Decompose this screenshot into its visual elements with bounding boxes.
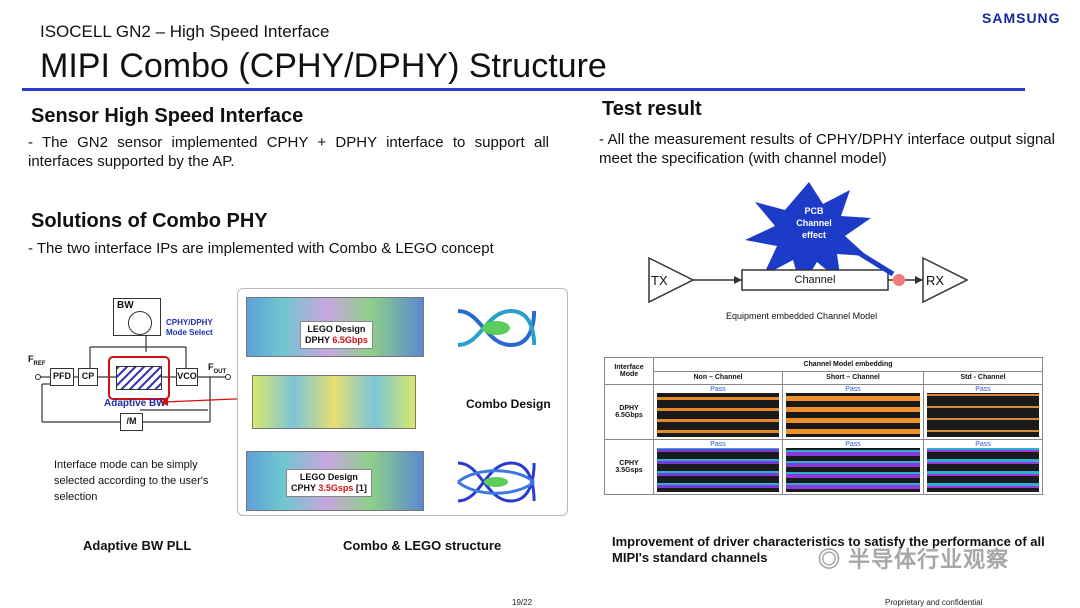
- combo-lego-panel: LEGO Design DPHY 6.5Gbps Combo Design LE…: [237, 288, 568, 516]
- lego-dphy-title: LEGO Design: [307, 324, 366, 334]
- slide-title: MIPI Combo (CPHY/DPHY) Structure: [40, 47, 607, 85]
- eye-scope-image: [927, 447, 1039, 492]
- fout-label: FOUT: [208, 362, 226, 375]
- results-table-wrapper: Interface Mode Channel Model embedding N…: [604, 357, 1043, 497]
- channel-model-diagram: [648, 182, 969, 304]
- result-cell: Pass: [653, 384, 783, 440]
- pass-status: Pass: [710, 385, 726, 393]
- pcb-line1: PCB: [804, 206, 824, 216]
- mode-select-line1: CPHY/DPHY: [166, 318, 213, 327]
- improvement-text: Improvement of driver characteristics to…: [612, 534, 1045, 565]
- pass-status: Pass: [975, 385, 991, 393]
- solutions-heading: Solutions of Combo PHY: [31, 210, 268, 232]
- mode-select-label: CPHY/DPHY Mode Select: [166, 318, 213, 338]
- channel-model-caption: Equipment embedded Channel Model: [726, 311, 878, 321]
- combo-design-label: Combo Design: [466, 397, 551, 411]
- cp-block: CP: [78, 368, 98, 386]
- row-label-line2: 6.5Gbps: [615, 412, 643, 419]
- eye-scope-image: [657, 392, 779, 437]
- test-text: - All the measurement results of CPHY/DP…: [599, 131, 1055, 167]
- caption-pll: Adaptive BW PLL: [83, 538, 192, 553]
- channel-label: Channel: [794, 274, 836, 286]
- sensor-text: - The GN2 sensor implemented CPHY + DPHY…: [28, 134, 549, 170]
- col-non-channel: Non – Channel: [653, 370, 783, 385]
- pass-status: Pass: [845, 385, 861, 393]
- adaptive-bw-label: Adaptive BW: [104, 398, 166, 409]
- fref-main: F: [28, 354, 34, 364]
- eye-scope-image: [785, 447, 921, 492]
- caption-combo: Combo & LEGO structure: [343, 538, 502, 553]
- result-cell: Pass: [653, 439, 783, 495]
- rx-label: RX: [926, 273, 945, 288]
- tx-label: TX: [651, 273, 668, 288]
- slide-subtitle: ISOCELL GN2 – High Speed Interface: [40, 22, 330, 41]
- title-rule: [22, 88, 1025, 91]
- row-label: CPHY 3.5Gsps: [604, 439, 654, 495]
- test-heading: Test result: [602, 98, 702, 120]
- lego-cphy-prefix: CPHY: [291, 483, 319, 493]
- table-row: CPHY 3.5Gsps Pass Pass Pass: [604, 439, 1043, 495]
- page-number: 19/22: [512, 598, 533, 607]
- adaptive-bw-pll-diagram: BW CPHY/DPHY Mode Select FREF FOUT PFD C…: [28, 292, 233, 437]
- lego-cphy-rate: 3.5Gsps: [318, 483, 354, 493]
- row-label: DPHY 6.5Gbps: [604, 384, 654, 440]
- watermark: ◎ 半导体行业观察: [818, 547, 1010, 572]
- table-row: DPHY 6.5Gbps Pass Pass Pass: [604, 384, 1043, 440]
- group-header: Channel Model embedding: [653, 357, 1043, 372]
- samsung-logo: SAMSUNG: [982, 10, 1061, 26]
- lego-dphy-rate: 6.5Gbps: [332, 335, 368, 345]
- lego-dphy-prefix: DPHY: [305, 335, 333, 345]
- result-cell: Pass: [781, 439, 925, 495]
- loop-filter-icon: [116, 366, 162, 390]
- row-label-line2: 3.5Gsps: [615, 467, 643, 474]
- col-std-channel: Std - Channel: [923, 370, 1043, 385]
- lego-cphy-ref: [1]: [353, 483, 367, 493]
- adaptive-bw-highlight: [108, 356, 170, 400]
- mode-header: Interface Mode: [604, 357, 654, 385]
- pll-note: Interface mode can be simply selected ac…: [54, 459, 209, 503]
- cphy-eye-diagram: [457, 461, 536, 503]
- pfd-block: PFD: [50, 368, 74, 386]
- pcb-line3: effect: [801, 230, 826, 240]
- fref-label: FREF: [28, 354, 46, 367]
- gauge-icon: [128, 311, 152, 335]
- fref-sub: REF: [33, 360, 46, 367]
- eye-scope-image: [785, 392, 921, 437]
- lego-cphy-label: LEGO Design CPHY 3.5Gsps [1]: [286, 469, 372, 497]
- pass-status: Pass: [845, 440, 861, 448]
- pcb-line2: Channel: [796, 218, 832, 228]
- bw-label: BW: [117, 300, 134, 311]
- pass-status: Pass: [710, 440, 726, 448]
- lego-cphy-title: LEGO Design: [299, 472, 358, 482]
- result-cell: Pass: [923, 384, 1043, 440]
- result-cell: Pass: [781, 384, 925, 440]
- divider-block: /M: [120, 413, 143, 431]
- eye-scope-image: [657, 447, 779, 492]
- pass-status: Pass: [975, 440, 991, 448]
- dphy-eye-diagram: [457, 308, 536, 348]
- row-label-line1: DPHY: [619, 405, 639, 412]
- sensor-heading: Sensor High Speed Interface: [31, 105, 304, 127]
- results-table: Interface Mode Channel Model embedding N…: [604, 357, 1043, 495]
- combo-chip-layout: [252, 375, 416, 429]
- mode-select-line2: Mode Select: [166, 328, 213, 337]
- eye-scope-image: [927, 392, 1039, 437]
- result-cell: Pass: [923, 439, 1043, 495]
- fout-main: F: [208, 362, 214, 372]
- vco-block: VCO: [176, 368, 198, 386]
- pcb-channel-effect-label: PCB Channel effect: [786, 205, 842, 241]
- confidential-note: Proprietary and confidential: [885, 598, 983, 607]
- lego-dphy-label: LEGO Design DPHY 6.5Gbps: [300, 321, 373, 349]
- solutions-text: - The two interface IPs are implemented …: [28, 240, 494, 257]
- fout-sub: OUT: [213, 368, 227, 375]
- col-short-channel: Short – Channel: [781, 370, 925, 385]
- bw-control-block: BW: [113, 298, 161, 336]
- row-label-line1: CPHY: [619, 460, 639, 467]
